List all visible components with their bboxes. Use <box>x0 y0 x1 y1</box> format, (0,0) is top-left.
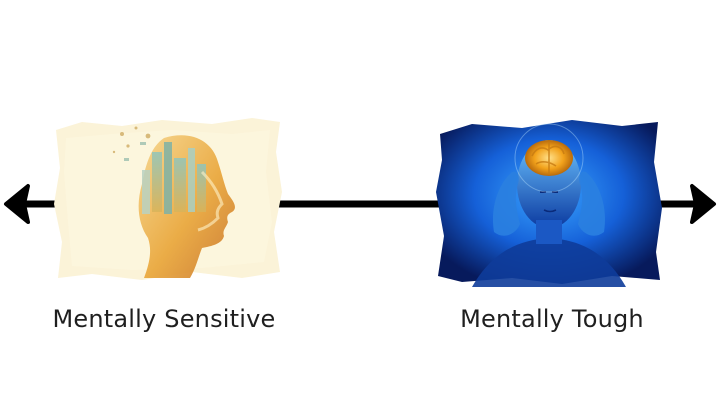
mentally-tough-image <box>432 112 666 287</box>
mentally-tough-label: Mentally Tough <box>460 305 644 333</box>
mentally-sensitive-label: Mentally Sensitive <box>52 305 276 333</box>
mentally-sensitive-image <box>52 112 284 284</box>
